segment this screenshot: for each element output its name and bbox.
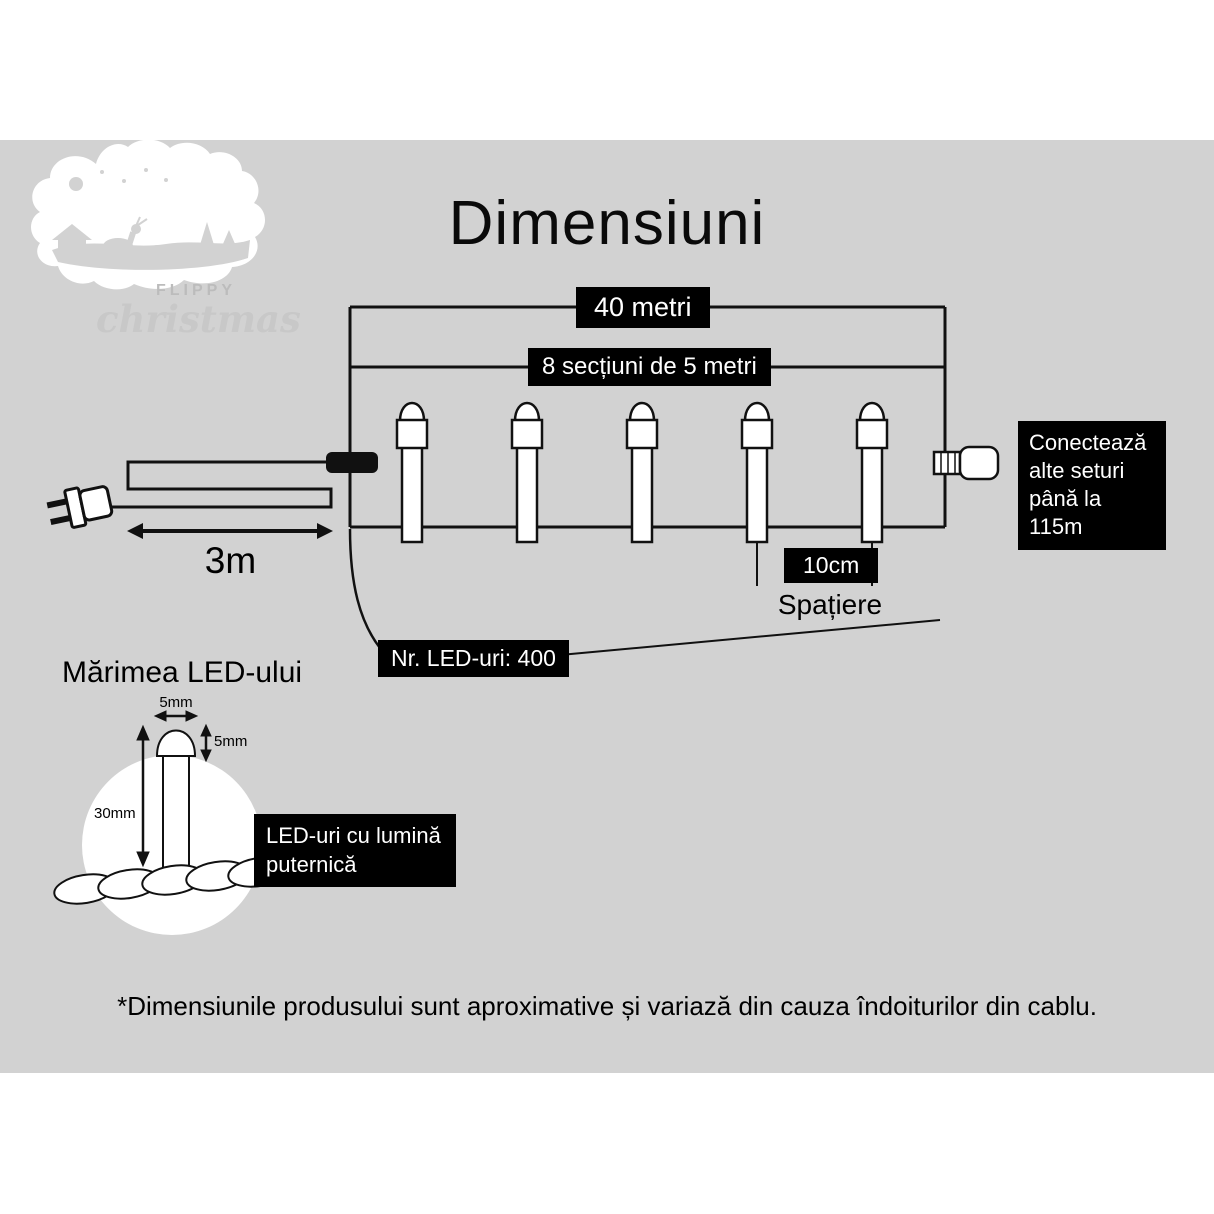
led-bulb-icon [740,401,774,544]
lead-length-arrow [127,523,333,539]
led-bulb-icon [625,401,659,544]
body-length-dimension: 30mm [94,805,136,822]
led-bulb-icon [510,401,544,544]
tree-icon [216,230,242,260]
total-length-label: 40 metri [576,287,710,328]
moon-icon [69,177,83,191]
disclaimer-text: *Dimensiunile produsului sunt aproximati… [117,991,1097,1021]
sections-label: 8 secțiuni de 5 metri [528,348,771,386]
deer-icon [103,216,168,263]
barrel-connector-icon [326,452,378,473]
tree-icon [196,222,218,258]
lead-wire [112,460,333,509]
led-bulb-icon [855,401,889,544]
connect-sets-label: Conectează alte seturi până la 115m [1018,421,1166,550]
brightness-note-label: LED-uri cu lumină puternică [254,814,456,888]
led-bulb-icons [395,401,889,544]
house-icon [58,238,86,260]
power-plug-icon [46,485,114,529]
dimension-arrows [136,710,212,868]
led-count-label: Nr. LED-uri: 400 [378,640,569,677]
end-connector-icon [932,445,1000,481]
spacing-label: Spațiere [777,589,883,620]
bulb-width-dimension: 5mm [159,694,193,711]
led-bulb-icon [395,401,429,544]
led-size-title: Mărimea LED-ului [62,656,303,689]
logo-winter-scene-illustration [31,139,266,290]
bulb-height-dimension: 5mm [214,733,248,750]
page-title: Dimensiuni [448,189,766,258]
logo-brand-script: christmas [96,297,301,341]
spacing-value-label: 10cm [784,548,879,583]
logo-brand-name: FLIPPY [155,282,236,299]
lead-length-label: 3m [204,540,257,581]
